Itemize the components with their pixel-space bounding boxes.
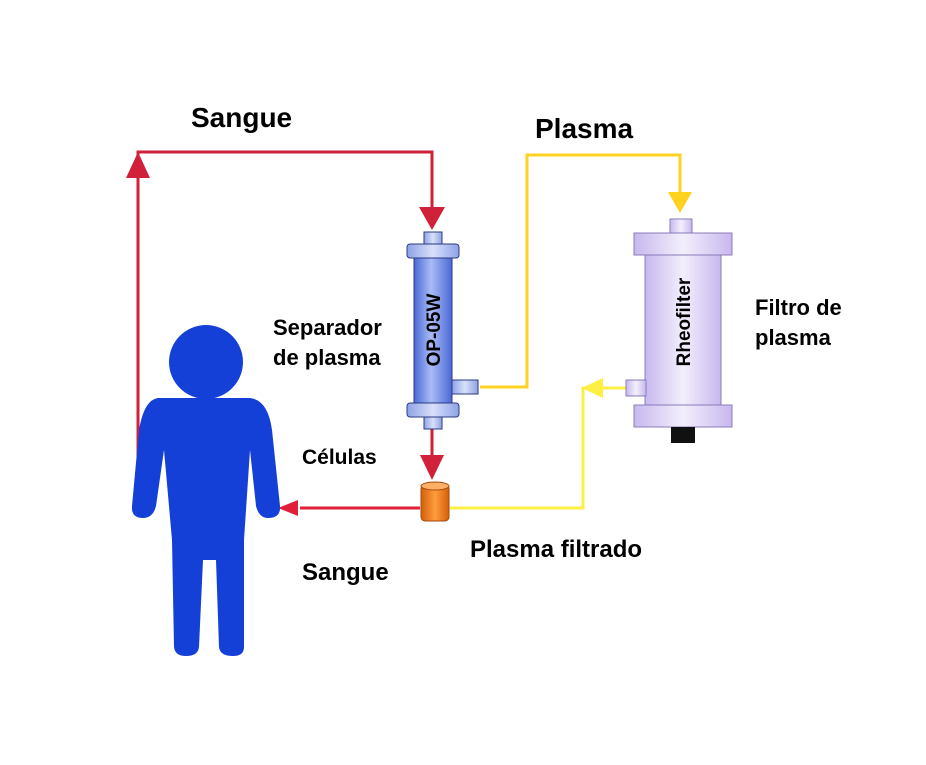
blood-supply-line <box>126 150 445 465</box>
filter-label-line1: Filtro de <box>755 295 842 320</box>
patient-icon <box>131 325 281 656</box>
arrow-down-icon <box>668 192 692 213</box>
filter-label-line2: plasma <box>755 325 831 350</box>
collector-cup <box>420 481 450 522</box>
filter-device-label: Rheofilter <box>674 277 695 366</box>
plasma-label-top: Plasma <box>535 113 634 144</box>
plasma-filter-device: Rheofilter <box>625 218 733 443</box>
cells-label: Células <box>302 446 377 469</box>
arrow-down-icon <box>419 207 445 230</box>
filtered-plasma-line <box>450 378 626 510</box>
blood-return-line <box>278 500 420 516</box>
arrow-down-icon <box>420 455 444 480</box>
separator-device-label: OP-05W <box>424 294 445 367</box>
arrow-up-icon <box>126 152 150 178</box>
arrow-left-icon <box>278 500 298 516</box>
arrow-left-icon <box>582 378 603 398</box>
blood-label-bottom: Sangue <box>302 559 389 586</box>
plasma-separator-device: OP-05W <box>406 231 479 430</box>
separator-label-line1: Separador <box>273 315 382 340</box>
blood-label-top: Sangue <box>191 102 293 133</box>
filtered-plasma-label: Plasma filtrado <box>470 536 643 563</box>
separator-label-line2: de plasma <box>273 345 381 370</box>
plasma-line <box>480 153 692 389</box>
